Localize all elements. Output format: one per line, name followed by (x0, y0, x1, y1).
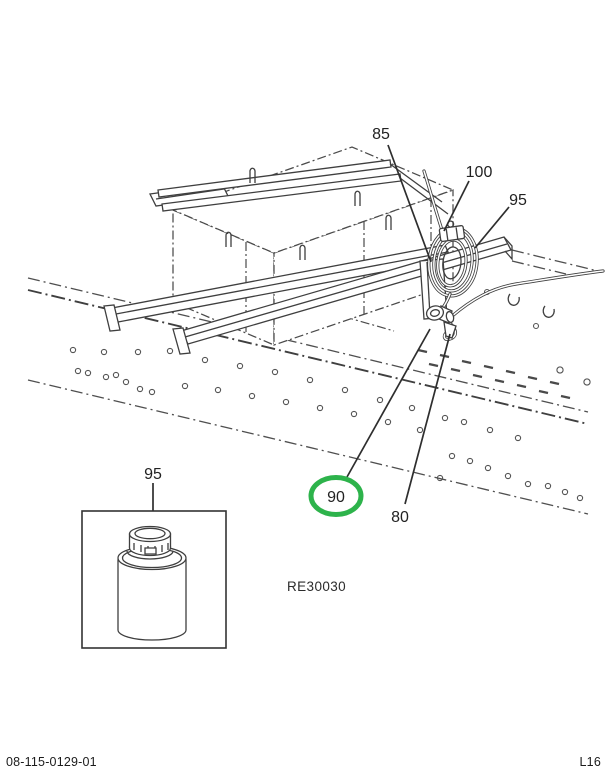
bracket-extension-line-2 (511, 260, 567, 275)
callout-80-label[interactable]: 80 (391, 509, 409, 526)
canister-illustration (117, 525, 187, 641)
hose-clamp (438, 220, 466, 243)
callout-90-label[interactable]: 90 (327, 489, 345, 506)
rear-bracket-right-cap (503, 236, 513, 261)
strap-band (157, 159, 392, 198)
j-bolt-pins (225, 167, 392, 260)
rail-bottom-edge (27, 379, 589, 515)
callout-95-main-leader (474, 206, 510, 249)
hold-down-straps (149, 159, 449, 260)
document-number: 08-115-0129-01 (6, 755, 97, 769)
frame-rail (27, 249, 603, 515)
callout-90-leader (346, 328, 431, 478)
battery-box-top-face (171, 146, 455, 254)
callout-100-label[interactable]: 100 (466, 164, 493, 181)
cap-top-inner (134, 527, 166, 540)
callout-80-leader (404, 333, 451, 505)
figure-code: RE30030 (287, 579, 346, 594)
canister-shoulder (126, 550, 174, 560)
canister-body (117, 559, 187, 641)
rail-top-far-edge (27, 277, 589, 413)
rail-detail-line (327, 311, 395, 332)
callouts: 85 100 95 90 80 (308, 126, 527, 526)
rear-bracket-end-cap (172, 327, 191, 355)
highlight-circle (308, 475, 364, 517)
callout-95-inset-label[interactable]: 95 (144, 466, 162, 483)
bracket-extension-line (511, 249, 603, 273)
elbow-fitting (425, 305, 457, 339)
fitting-tab (443, 321, 457, 339)
hose-clip-icon (507, 293, 520, 306)
callout-85-label[interactable]: 85 (372, 126, 390, 143)
rivet-field (69, 288, 591, 502)
cap-notch (144, 547, 157, 555)
page-code: L16 (579, 755, 601, 769)
hose-clip-icon (542, 305, 555, 318)
rail-hatch-marks (417, 348, 571, 400)
callout-100-leader (443, 180, 470, 232)
front-bracket-end-cap (103, 304, 121, 332)
inset-detail: 95 (81, 466, 227, 649)
callout-95-main-label[interactable]: 95 (509, 192, 527, 209)
callout-85-leader (387, 144, 432, 263)
coiled-hose-assembly (422, 169, 605, 342)
